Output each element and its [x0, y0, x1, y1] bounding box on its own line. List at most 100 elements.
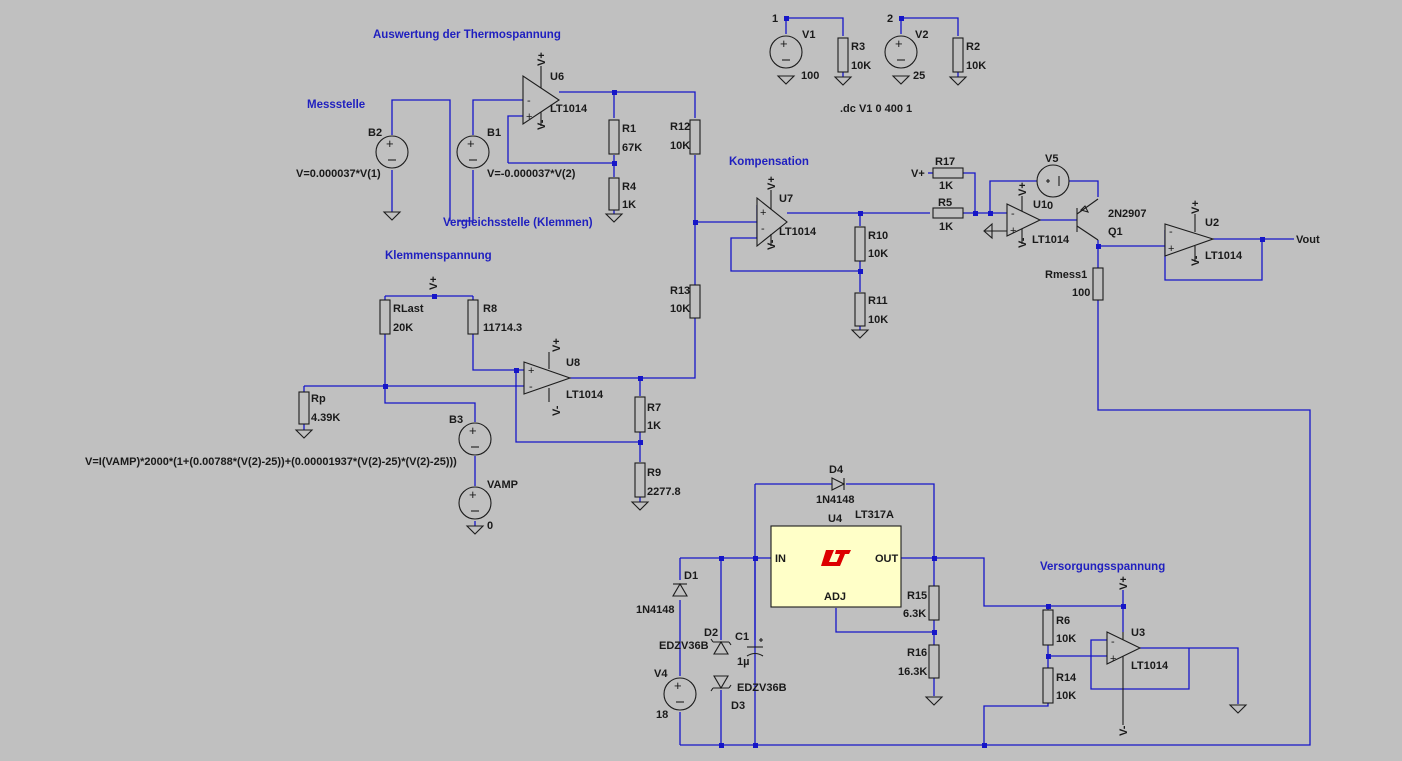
resistors [298, 37, 1104, 704]
svg-text:V+: V+ [1118, 576, 1130, 590]
svg-text:R3: R3 [851, 41, 865, 53]
svg-text:+: + [528, 365, 534, 377]
svg-text:4.39K: 4.39K [311, 412, 340, 424]
wires [303, 17, 1311, 746]
svg-text:V+: V+ [1190, 200, 1202, 214]
svg-text:V2: V2 [915, 29, 928, 41]
svg-text:ADJ: ADJ [824, 591, 846, 603]
svg-text:U6: U6 [550, 71, 564, 83]
svg-text:V5: V5 [1045, 153, 1058, 165]
svg-text:+: + [386, 136, 394, 151]
svg-text:R14: R14 [1056, 672, 1077, 684]
svg-text:R13: R13 [670, 285, 690, 297]
svg-text:R15: R15 [907, 590, 927, 602]
svg-text:2N2907: 2N2907 [1108, 208, 1147, 220]
svg-text:R10: R10 [868, 230, 888, 242]
svg-text:+: + [526, 111, 532, 123]
svg-text:U4: U4 [828, 513, 843, 525]
svg-text:V+: V+ [551, 338, 563, 352]
svg-text:V1: V1 [802, 29, 815, 41]
svg-text:B3: B3 [449, 414, 463, 426]
svg-text:10K: 10K [1056, 633, 1076, 645]
heading-vergleich: Vergleichsstelle (Klemmen) [443, 217, 593, 229]
svg-text:R8: R8 [483, 303, 497, 315]
svg-text:V+: V+ [766, 176, 778, 190]
svg-text:V+: V+ [536, 52, 548, 66]
svg-text:OUT: OUT [875, 553, 899, 565]
svg-text:LT1014: LT1014 [550, 103, 588, 115]
net-label-2: 2 [887, 13, 893, 25]
svg-text:10K: 10K [1056, 690, 1076, 702]
junctions [383, 16, 1265, 748]
svg-text:+: + [1010, 225, 1016, 237]
svg-text:V4: V4 [654, 668, 668, 680]
svg-text:10K: 10K [868, 314, 888, 326]
svg-text:B2: B2 [368, 127, 382, 139]
svg-text:V-: V- [1118, 725, 1130, 736]
svg-text:R16: R16 [907, 647, 927, 659]
svg-text:B1: B1 [487, 127, 501, 139]
svg-text:+: + [780, 36, 788, 51]
svg-text:EDZV36B: EDZV36B [659, 640, 709, 652]
svg-text:U3: U3 [1131, 627, 1145, 639]
svg-text:67K: 67K [622, 142, 642, 154]
svg-text:-: - [1169, 226, 1173, 238]
svg-text:V+: V+ [428, 276, 440, 290]
svg-text:+: + [674, 678, 682, 693]
svg-text:V-: V- [536, 119, 548, 130]
net-label-1: 1 [772, 13, 778, 25]
heading-thermo: Auswertung der Thermospannung [373, 29, 561, 41]
svg-text:+: + [895, 36, 903, 51]
svg-text:R6: R6 [1056, 615, 1070, 627]
svg-text:20K: 20K [393, 322, 413, 334]
svg-text:IN: IN [775, 553, 786, 565]
svg-text:16.3K: 16.3K [898, 666, 927, 678]
svg-text:100: 100 [1072, 287, 1090, 299]
svg-text:R5: R5 [938, 197, 952, 209]
svg-text:1N4148: 1N4148 [816, 494, 855, 506]
svg-text:R2: R2 [966, 41, 980, 53]
transistor-q1 [1076, 198, 1099, 241]
svg-text:25: 25 [913, 70, 925, 82]
ground-symbols [295, 75, 1247, 714]
svg-text:D1: D1 [684, 570, 698, 582]
svg-text:R12: R12 [670, 121, 690, 133]
svg-text:1K: 1K [647, 420, 661, 432]
svg-text:R1: R1 [622, 123, 636, 135]
heading-kompensation: Kompensation [729, 156, 809, 168]
svg-text:U8: U8 [566, 357, 580, 369]
svg-text:+: + [467, 136, 475, 151]
svg-text:V+: V+ [1017, 182, 1029, 196]
heading-messstelle: Messstelle [307, 99, 365, 111]
svg-text:Rp: Rp [311, 393, 326, 405]
svg-text:R4: R4 [622, 181, 637, 193]
labels: Auswertung der Thermospannung Messstelle… [85, 13, 1320, 736]
dc-directive: .dc V1 0 400 1 [840, 103, 912, 115]
svg-text:D3: D3 [731, 700, 745, 712]
svg-text:R9: R9 [647, 467, 661, 479]
svg-text:+: + [1168, 243, 1174, 255]
svg-text:1K: 1K [939, 221, 953, 233]
svg-text:U7: U7 [779, 193, 793, 205]
svg-text:6.3K: 6.3K [903, 608, 926, 620]
svg-text:LT317A: LT317A [855, 509, 894, 521]
svg-text:V-: V- [551, 405, 563, 416]
svg-text:10K: 10K [670, 140, 690, 152]
svg-text:-: - [527, 95, 531, 107]
svg-text:1N4148: 1N4148 [636, 604, 675, 616]
svg-text:R17: R17 [935, 156, 955, 168]
svg-text:+: + [760, 207, 766, 219]
svg-text:D2: D2 [704, 627, 718, 639]
svg-text:D4: D4 [829, 464, 844, 476]
svg-text:2277.8: 2277.8 [647, 486, 681, 498]
svg-text:10K: 10K [670, 303, 690, 315]
svg-text:LT1014: LT1014 [566, 389, 604, 401]
svg-text:R7: R7 [647, 402, 661, 414]
svg-text:EDZV36B: EDZV36B [737, 682, 787, 694]
regulator-lt317a [770, 525, 902, 608]
svg-text:U2: U2 [1205, 217, 1219, 229]
svg-text:0: 0 [1047, 200, 1053, 212]
svg-text:10K: 10K [868, 248, 888, 260]
svg-text:10K: 10K [966, 60, 986, 72]
